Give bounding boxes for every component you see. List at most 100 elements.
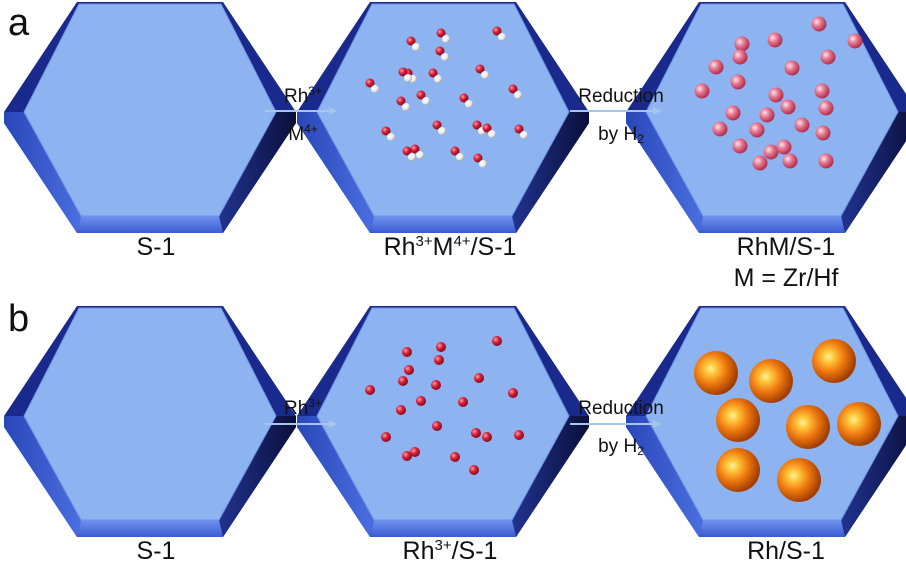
crystal-left-bevel [297,112,374,233]
rh-ion-3 [434,355,444,365]
ion-pair-3-m [441,53,449,61]
rh-ion-18 [450,452,460,462]
crystal-left-bevel [626,112,703,233]
rh-particle-4 [786,405,830,449]
rh-ion-7 [474,373,484,383]
rh-ion-2 [492,336,502,346]
crystal-left-bevel [4,112,81,233]
crystal-right-bevel [219,112,296,233]
crystal-right-bevel [841,416,906,537]
alloy-particle-10 [768,87,784,103]
rh-ion-12 [396,405,406,415]
arrow-label-a1-top: Rh3+ [284,84,322,107]
crystal-a-s1 [4,2,296,233]
rh-ion-21 [410,447,420,457]
arrow-label-a1-bottom: M4+ [288,122,318,145]
rh-ion-1 [436,342,446,352]
alloy-particle-6 [784,60,800,76]
alloy-particle-22 [782,153,798,169]
crystal-top-face [23,307,277,521]
ion-pair-9-m [422,97,430,105]
ion-pair-11-rh [508,84,518,94]
ion-pair-21-m [416,151,424,159]
arrow-label-b2-bottom: by H2 [598,436,644,458]
rh-ion-17 [402,451,412,461]
crystal-bottom-bevel [699,216,845,233]
ion-pair-15-m [387,133,395,141]
ion-pair-20-m [479,160,487,168]
ion-pair-5-rh [428,68,438,78]
crystal-right-bevel [841,112,906,233]
ion-pair-0-rh [406,36,416,46]
ion-pair-0-m [412,43,420,51]
ion-pair-9-rh [416,90,426,100]
rh-particle-6 [716,448,760,492]
ion-pair-18-rh [450,146,460,156]
ion-pair-1-m [442,35,450,43]
ion-pair-5-m [434,75,442,83]
ion-pair-1-rh [436,28,446,38]
ion-pair-17-rh [402,146,412,156]
crystal-bottom-bevel [77,520,223,537]
crystal-bottom-bevel [699,520,845,537]
rh-ion-11 [508,388,518,398]
ion-pair-8-m [371,85,379,93]
rh-ion-8 [365,385,375,395]
alloy-particle-2 [811,16,827,32]
ion-pair-7-rh [475,64,485,74]
rh-ion-10 [458,397,468,407]
crystal-top-face [316,307,570,521]
ion-pair-14-rh [472,120,482,130]
crystal-b-s1 [4,306,296,537]
caption-a-s1: S-1 [136,233,176,261]
alloy-particle-12 [780,99,796,115]
ion-pair-17-m [408,153,416,161]
rh-ion-13 [432,421,442,431]
crystal-right-bevel [512,416,589,537]
ion-pair-18-m [456,153,464,161]
rh-ion-5 [431,380,441,390]
ion-pair-6-m [404,74,412,82]
alloy-particle-11 [814,83,830,99]
ion-pair-12-m [402,103,410,111]
ion-pair-2-rh [492,26,502,36]
crystal-bottom-bevel [77,216,223,233]
panel-letter-a: a [8,2,30,44]
rh-ion-9 [416,396,426,406]
crystal-a-ions [297,2,589,233]
alloy-particle-21 [763,144,779,160]
ion-pair-21-rh [410,144,420,154]
caption-b-rh-s1-final: Rh/S-1 [747,537,825,565]
ion-pair-19-rh [514,124,524,134]
ion-pair-6-rh [398,67,408,77]
alloy-particle-17 [712,121,728,137]
rh-ion-4 [404,365,414,375]
ion-pair-19-m [520,131,528,139]
rh-particle-0 [694,351,738,395]
ion-pair-16-m [488,130,496,138]
arrow-label-b2-top: Reduction [578,398,664,419]
crystal-left-bevel [4,416,81,537]
crystal-right-bevel [512,112,589,233]
alloy-particle-16 [818,100,834,116]
alloy-particle-9 [730,74,746,90]
caption-b-rh-s1: Rh3+/S-1 [402,537,498,565]
rh-particle-2 [812,339,856,383]
crystal-left-bevel [297,416,374,537]
alloy-particle-5 [732,49,748,65]
arrow-label-a2-bottom: by H2 [598,124,644,146]
caption-b-s1: S-1 [136,537,176,565]
rh-ion-0 [402,347,412,357]
ion-pair-8-rh [365,78,375,88]
caption-a-rhm-line1: RhM/S-1 [736,233,836,261]
alloy-particle-19 [815,125,831,141]
alloy-particle-8 [694,83,710,99]
caption-a-rhm-s1: RhM/S-1 M = Zr/Hf [656,232,906,295]
arrow-label-b1-top: Rh3+ [284,396,322,419]
alloy-particle-1 [767,32,783,48]
caption-a-rhm-line2: M = Zr/Hf [733,264,839,293]
ion-pair-13-m [438,127,446,135]
ion-pair-2-m [498,33,506,41]
